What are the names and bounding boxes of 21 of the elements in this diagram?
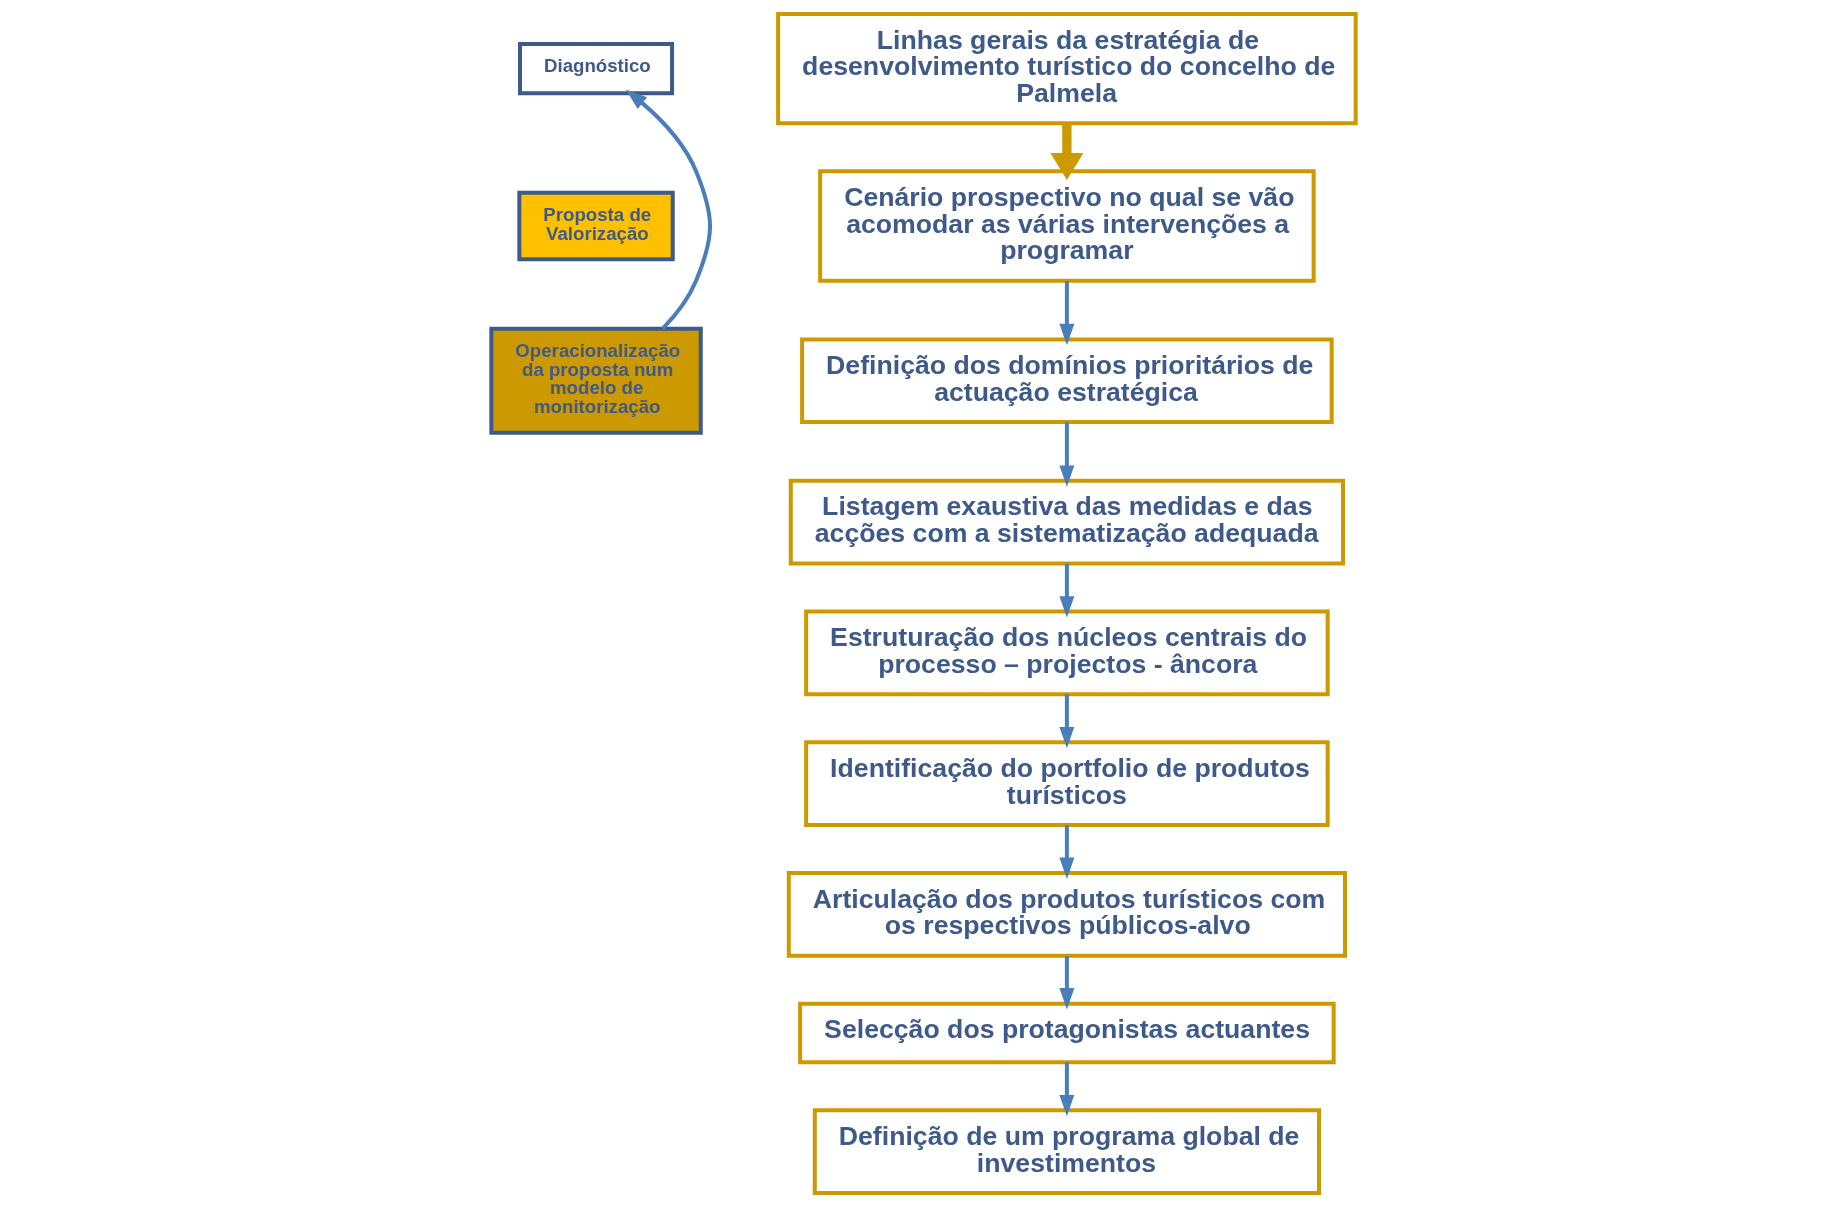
node-box: Articulação dos produtos turísticos com os respectivos públicos-alvo	[786, 870, 1347, 958]
node-box: Definição dos domínios prioritários de actuação estratégica	[800, 337, 1334, 425]
arrow	[1059, 825, 1075, 879]
node-box: Operacionalização da proposta num modelo de monitorização	[489, 326, 703, 435]
arrow	[625, 89, 712, 330]
node-box: Selecção dos protagonistas actuantes	[798, 1001, 1336, 1065]
node-box: Linhas gerais da estratégia de desenvolvimento turístico do concelho de Palmela	[776, 11, 1358, 126]
node-box: Identificação do portfolio de produtos turísticos	[804, 740, 1330, 827]
node-box: Definição de um programa global de investimentos	[812, 1108, 1321, 1196]
node-box: Diagnóstico	[518, 41, 675, 96]
node-box: Cenário prospectivo no qual se vão acomodar as várias intervenções a programar	[818, 169, 1316, 283]
node-box: Estruturação dos núcleos centrais do processo – projectos - âncora	[804, 609, 1330, 697]
arrow	[1059, 1062, 1075, 1117]
arrow	[1059, 422, 1075, 487]
arrow	[1059, 280, 1075, 346]
arrow	[1050, 123, 1084, 181]
arrow	[1059, 694, 1075, 749]
arrow	[1059, 563, 1075, 618]
node-box: Listagem exaustiva das medidas e das acções com a sistematização adequada	[788, 478, 1345, 566]
arrow	[1059, 956, 1075, 1010]
node-box: Proposta de Valorização	[517, 190, 675, 262]
